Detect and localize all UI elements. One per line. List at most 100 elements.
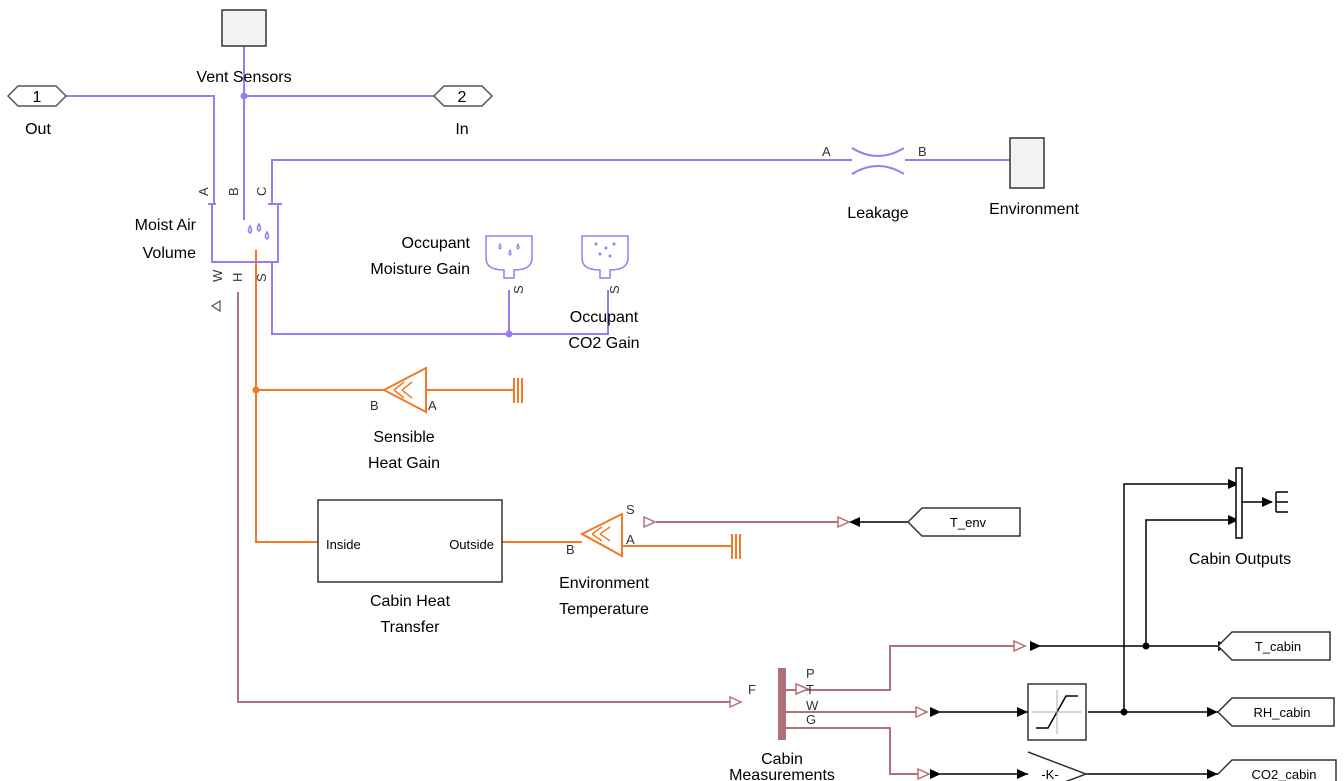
inport-2-block[interactable]: 2 In — [432, 85, 494, 138]
temperature-source-icon — [591, 526, 611, 542]
cm-port-t: T — [806, 682, 814, 697]
t-env-tag-label: T_env — [950, 515, 987, 530]
environment-label: Environment — [989, 201, 1079, 218]
goto-co2-cabin-block[interactable]: CO2_cabin — [1217, 759, 1337, 781]
outport-1-block[interactable]: 1 Out — [6, 85, 68, 138]
ps-arrow — [917, 767, 931, 781]
signal-arrow — [849, 517, 860, 527]
thermal-network[interactable] — [255, 250, 732, 547]
signal-arrow — [1228, 515, 1239, 525]
vent-sensors-block[interactable]: Vent Sensors — [196, 9, 292, 86]
cm-port-f: F — [748, 682, 756, 697]
goto-rh-cabin-block[interactable]: RH_cabin — [1216, 697, 1335, 727]
cabin-measurements-label-2: Measurements — [729, 767, 835, 781]
et-port-a: A — [626, 532, 635, 547]
mav-port-a: A — [196, 187, 211, 196]
cm-port-p: P — [806, 666, 815, 681]
outport-1-label: Out — [25, 121, 51, 138]
vent-sensors-label: Vent Sensors — [196, 69, 291, 86]
signal-arrow — [930, 707, 941, 717]
inport-2-label: In — [455, 121, 468, 138]
shg-port-a: A — [428, 398, 437, 413]
water-drops-icon — [247, 222, 270, 240]
cabin-heat-transfer-label-2: Transfer — [381, 619, 441, 636]
co2-dots-icon — [594, 242, 616, 258]
inport-2-number: 2 — [458, 89, 467, 106]
signal-arrow — [930, 769, 941, 779]
thermal-reference-2 — [731, 534, 741, 559]
moist-air-volume-label-1: Moist Air — [135, 217, 197, 234]
sensible-heat-gain-label-1: Sensible — [373, 429, 434, 446]
ps-arrow — [915, 705, 929, 719]
ps-arrow — [729, 695, 743, 709]
moist-air-volume-block[interactable]: A B C W H S Moist Air Volume — [135, 187, 282, 313]
mav-port-h: H — [230, 273, 245, 282]
mav-port-c: C — [254, 187, 269, 196]
environment-block[interactable]: Environment — [989, 137, 1079, 218]
terminator-block[interactable] — [1275, 491, 1288, 513]
cabin-heat-transfer-block[interactable]: Inside Outside Cabin Heat Transfer — [317, 499, 503, 636]
ps-arrow — [643, 515, 657, 529]
signal-arrow — [1228, 479, 1239, 489]
signal-arrow — [1017, 707, 1028, 717]
moist-air-network[interactable] — [64, 46, 1010, 335]
cabin-outputs-block[interactable]: Cabin Outputs — [1189, 467, 1291, 568]
outport-1-number: 1 — [33, 89, 42, 106]
physical-signal-network[interactable] — [237, 292, 1014, 775]
ps-arrow — [1013, 639, 1027, 653]
junction-node — [505, 330, 513, 338]
signal-arrow — [1262, 497, 1273, 507]
signal-arrow — [1207, 707, 1218, 717]
cabin-heat-transfer-label-1: Cabin Heat — [370, 593, 451, 610]
moisture-drops-icon — [498, 242, 520, 256]
sensible-heat-gain-block[interactable]: B A Sensible Heat Gain — [368, 366, 440, 472]
shg-port-b: B — [370, 398, 379, 413]
signal-arrow — [1207, 769, 1218, 779]
omg-port-s: S — [511, 285, 526, 294]
junction-node — [252, 386, 260, 394]
et-port-b: B — [566, 542, 575, 557]
leakage-block[interactable]: A B Leakage — [822, 144, 927, 222]
cabin-outputs-label: Cabin Outputs — [1189, 551, 1291, 568]
et-port-s: S — [626, 502, 635, 517]
environment-temperature-block[interactable]: B S A Environment Temperature — [559, 502, 649, 618]
t-cabin-tag-label: T_cabin — [1255, 639, 1301, 654]
leak-port-b: B — [918, 144, 927, 159]
ps-arrow — [795, 682, 810, 696]
mav-port-s: S — [254, 273, 269, 282]
mav-port-w: W — [210, 269, 225, 282]
saturation-block[interactable] — [1027, 683, 1087, 741]
co2-cabin-tag-label: CO2_cabin — [1251, 767, 1316, 781]
cabin-measurements-block[interactable]: F P T W G Cabin Measurements — [729, 666, 835, 781]
cm-port-w: W — [806, 698, 819, 713]
gain-label: -K- — [1041, 767, 1058, 781]
occupant-moisture-gain-label-1: Occupant — [402, 235, 471, 252]
mav-port-b: B — [226, 187, 241, 196]
signal-arrow — [1017, 769, 1028, 779]
heat-flow-icon — [393, 381, 413, 399]
occupant-moisture-gain-block[interactable]: S Occupant Moisture Gain — [370, 235, 533, 294]
leak-port-a: A — [822, 144, 831, 159]
occupant-moisture-gain-label-2: Moisture Gain — [370, 261, 470, 278]
from-t-env-block[interactable]: T_env — [906, 507, 1021, 537]
cht-port-outside: Outside — [449, 537, 494, 552]
goto-t-cabin-block[interactable]: T_cabin — [1216, 631, 1331, 661]
signal-network[interactable] — [860, 483, 1272, 775]
cm-port-g: G — [806, 712, 816, 727]
environment-temperature-label-1: Environment — [559, 575, 649, 592]
mav-output-arrow — [210, 299, 221, 313]
junction-node — [240, 92, 248, 100]
junction-node — [1120, 708, 1128, 716]
measurement-bus-bar — [778, 668, 786, 740]
ocg-port-s: S — [607, 285, 622, 294]
signal-arrow — [1030, 641, 1041, 651]
leakage-label: Leakage — [847, 205, 908, 222]
gain-block[interactable]: -K- — [1027, 751, 1089, 781]
occupant-co2-gain-block[interactable]: S Occupant CO2 Gain — [568, 235, 640, 352]
moist-air-volume-label-2: Volume — [143, 245, 196, 262]
cabin-measurements-label-1: Cabin — [761, 751, 803, 768]
rh-cabin-tag-label: RH_cabin — [1253, 705, 1310, 720]
sensible-heat-gain-label-2: Heat Gain — [368, 455, 440, 472]
occupant-co2-gain-label-1: Occupant — [570, 309, 639, 326]
